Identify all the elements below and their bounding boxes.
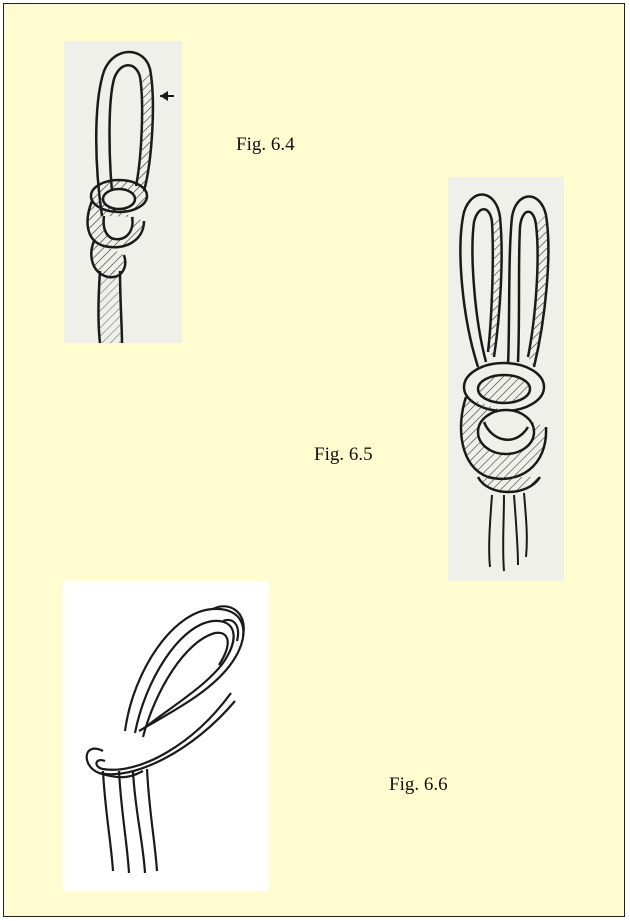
loop-knot-with-arrow-illustration <box>64 41 182 343</box>
document-page: Fig. 6.4 <box>3 3 625 917</box>
figure-caption-6-6: Fig. 6.6 <box>389 774 448 796</box>
figure-caption-6-5: Fig. 6.5 <box>314 444 373 466</box>
double-loop-knot-illustration <box>448 177 564 581</box>
figure-caption-6-4: Fig. 6.4 <box>236 134 295 156</box>
overhand-loop-knot-illustration <box>63 581 269 891</box>
